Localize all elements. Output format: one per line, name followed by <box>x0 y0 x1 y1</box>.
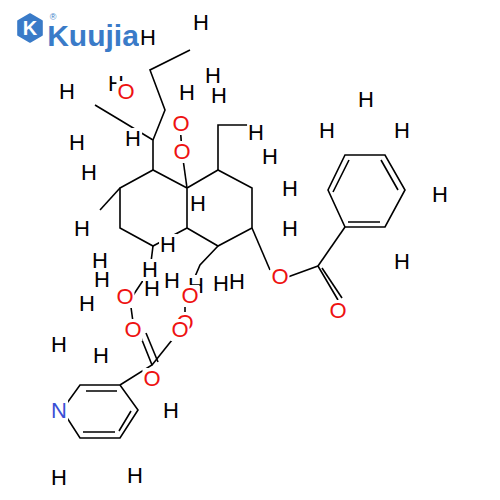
atom-label: H <box>78 293 96 315</box>
atom-label: O <box>170 319 189 341</box>
atom-label: H <box>393 251 411 273</box>
atom-label: H <box>281 178 299 200</box>
atom-label: H <box>393 120 411 142</box>
atom-label: O <box>328 300 347 322</box>
atom-label: H <box>73 218 91 240</box>
atom-label: O <box>115 286 134 308</box>
atom-label: H <box>143 278 161 300</box>
atom-label: H <box>189 193 207 215</box>
atom-label: H <box>247 122 265 144</box>
atom-label: H <box>126 465 144 487</box>
atom-label: H <box>192 12 210 34</box>
atom-label: H <box>204 65 222 87</box>
atom-label: H <box>228 271 246 293</box>
atom-label: H <box>318 120 336 142</box>
atom-label: N <box>50 400 68 422</box>
atom-label: H <box>141 259 159 281</box>
atom-label: H <box>159 234 177 256</box>
logo-text: K <box>22 18 38 38</box>
atom-label: H <box>92 345 110 367</box>
atom-label: H <box>431 184 449 206</box>
atom-label: H <box>261 146 279 168</box>
atom-label: H <box>357 89 375 111</box>
atom-label: H <box>281 218 299 240</box>
atom-label: H <box>162 400 180 422</box>
atom-label: H <box>93 269 111 291</box>
atom-label: H <box>139 27 157 49</box>
atom-label: O <box>142 368 161 390</box>
atom-label: H <box>163 270 181 292</box>
logo-text: Kuujia <box>46 21 140 51</box>
atom-label: H <box>210 85 228 107</box>
atom-label: H <box>50 334 68 356</box>
atom-label: O <box>171 113 190 135</box>
atom-label: H <box>212 273 230 295</box>
atom-label: O <box>123 319 142 341</box>
atom-label: O <box>116 81 135 103</box>
atom-label: H <box>178 82 196 104</box>
atom-label: H <box>58 81 76 103</box>
atom-label: H <box>80 162 98 184</box>
atom-label: O <box>172 141 191 163</box>
atom-label: O <box>180 285 199 307</box>
atom-label: H <box>124 128 142 150</box>
atom-label: H <box>50 467 68 489</box>
atom-label: O <box>270 266 289 288</box>
atom-label: H <box>68 132 86 154</box>
